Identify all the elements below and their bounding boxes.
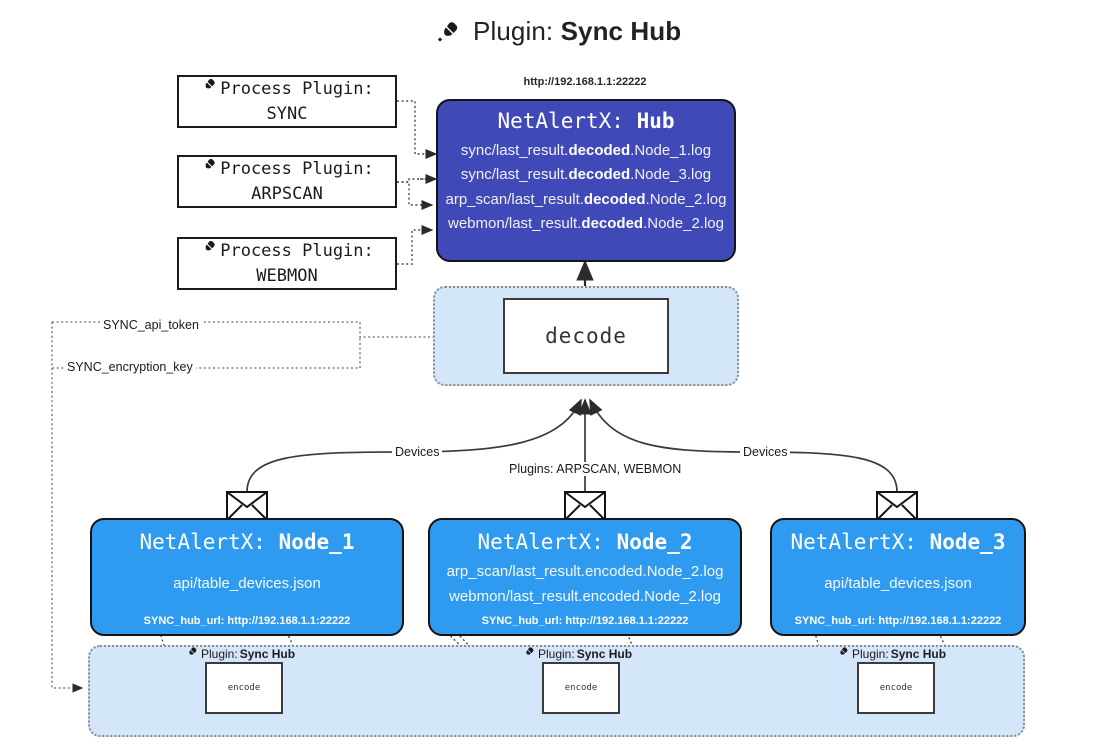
edge-label-devices-right: Devices [740, 445, 791, 459]
node-footer: SYNC_hub_url: http://192.168.1.1:22222 [794, 615, 1002, 627]
encode-box-3[interactable]: encode [857, 662, 935, 714]
process-plugin-label: Process Plugin: [220, 78, 374, 99]
hub-title: NetAlertX: Hub [497, 109, 674, 133]
process-plugin-label: Process Plugin: [220, 240, 374, 261]
hub-row-arpscan-node2: arp_scan/last_result.decoded.Node_2.log [445, 190, 727, 208]
plug-icon [200, 76, 218, 102]
hub-node[interactable]: NetAlertX: Hub sync/last_result.decoded.… [436, 99, 736, 262]
node-line: arp_scan/last_result.encoded.Node_2.log [446, 562, 724, 580]
node-title: NetAlertX: Node_3 [790, 530, 1006, 554]
node-line: webmon/last_result.encoded.Node_2.log [449, 587, 721, 605]
plug-icon [185, 645, 199, 662]
process-plugin-label: Process Plugin: [220, 158, 374, 179]
edge-label-plugins-mid: Plugins: ARPSCAN, WEBMON [506, 462, 685, 476]
encoder-caption-prefix: Plugin: [201, 646, 238, 661]
encoder-caption-name: Sync Hub [890, 646, 947, 661]
hub-title-prefix: NetAlertX: [497, 109, 624, 133]
hub-row-sync-node1: sync/last_result.decoded.Node_1.log [460, 142, 712, 159]
plug-icon [436, 18, 462, 51]
page-title-name: Sync Hub [560, 16, 682, 46]
plug-icon [522, 645, 536, 662]
process-plugin-name: SYNC [266, 104, 308, 124]
encode-box-2[interactable]: encode [542, 662, 620, 714]
node-footer: SYNC_hub_url: http://192.168.1.1:22222 [143, 615, 351, 627]
secret-label-encryption-key: SYNC_encryption_key [64, 360, 196, 374]
page-title-prefix: Plugin: [473, 16, 554, 46]
envelope-icon [226, 491, 268, 526]
process-plugin-name: WEBMON [256, 266, 318, 286]
encoder-caption-prefix: Plugin: [852, 646, 889, 661]
hub-title-name: Hub [636, 109, 675, 133]
node-box-node-1[interactable]: NetAlertX: Node_1 api/table_devices.json… [90, 518, 404, 636]
node-title: NetAlertX: Node_1 [139, 530, 355, 554]
process-plugin-sync[interactable]: Process Plugin: SYNC [177, 75, 397, 128]
encoder-caption-name: Sync Hub [576, 646, 633, 661]
encoder-caption-1: Plugin: Sync Hub [185, 645, 295, 662]
encoder-caption-name: Sync Hub [239, 646, 296, 661]
plug-icon [200, 238, 218, 264]
node-box-node-2[interactable]: NetAlertX: Node_2 arp_scan/last_result.e… [428, 518, 742, 636]
node-line: api/table_devices.json [824, 575, 972, 593]
hub-row-webmon-node2: webmon/last_result.decoded.Node_2.log [448, 214, 724, 232]
node-line: api/table_devices.json [173, 575, 321, 593]
hub-url-label: http://192.168.1.1:22222 [523, 76, 647, 88]
edge-label-devices-left: Devices [392, 445, 443, 459]
hub-row-sync-node3: sync/last_result.decoded.Node_3.log [460, 166, 712, 184]
node-box-node-3[interactable]: NetAlertX: Node_3 api/table_devices.json… [770, 518, 1026, 636]
encoder-caption-prefix: Plugin: [538, 646, 575, 661]
plug-icon [200, 156, 218, 182]
node-title: NetAlertX: Node_2 [477, 530, 693, 554]
decode-box[interactable]: decode [503, 298, 669, 374]
encoder-caption-3: Plugin: Sync Hub [836, 645, 946, 662]
plug-icon [836, 645, 850, 662]
secret-label-api-token: SYNC_api_token [100, 318, 202, 332]
page-title: Plugin: Sync Hub [0, 16, 1117, 51]
process-plugin-webmon[interactable]: Process Plugin: WEBMON [177, 237, 397, 290]
process-plugin-name: ARPSCAN [251, 184, 323, 204]
encode-box-1[interactable]: encode [205, 662, 283, 714]
node-footer: SYNC_hub_url: http://192.168.1.1:22222 [481, 615, 689, 627]
process-plugin-arpscan[interactable]: Process Plugin: ARPSCAN [177, 155, 397, 208]
encoder-caption-2: Plugin: Sync Hub [522, 645, 632, 662]
